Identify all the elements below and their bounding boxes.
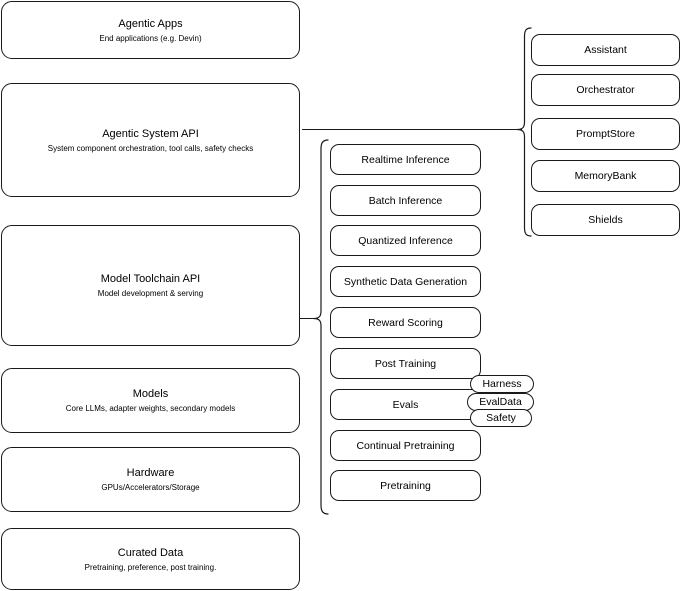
toolchain-synthetic-data-generation[interactable]: Synthetic Data Generation: [330, 266, 481, 297]
chip-label: Assistant: [584, 44, 627, 56]
component-orchestrator[interactable]: Orchestrator: [531, 74, 680, 106]
layer-title: Model Toolchain API: [100, 273, 201, 285]
layer-subtitle: Model development & serving: [97, 289, 204, 298]
pill-label: EvalData: [479, 396, 522, 408]
layer-subtitle: System component orchestration, tool cal…: [47, 143, 254, 153]
component-promptstore[interactable]: PromptStore: [531, 118, 680, 150]
layer-subtitle: Pretraining, preference, post training.: [84, 562, 217, 572]
pill-label: Harness: [482, 378, 522, 390]
evals-sub-evaldata[interactable]: EvalData: [467, 393, 534, 411]
component-assistant[interactable]: Assistant: [531, 34, 680, 66]
chip-label: Batch Inference: [368, 194, 443, 207]
toolchain-quantized-inference[interactable]: Quantized Inference: [330, 225, 481, 256]
layer-model-toolchain-api[interactable]: Model Toolchain API Model development & …: [1, 225, 300, 346]
layer-models[interactable]: Models Core LLMs, adapter weights, secon…: [1, 368, 300, 433]
connector-toolchain-api-to-components: [298, 310, 322, 328]
chip-label: Shields: [588, 214, 623, 226]
chip-label: Realtime Inference: [361, 153, 450, 166]
layer-title: Agentic Apps: [118, 17, 183, 30]
chip-label: Evals: [392, 398, 419, 411]
evals-sub-harness[interactable]: Harness: [470, 375, 534, 393]
layer-agentic-system-api[interactable]: Agentic System API System component orch…: [1, 83, 300, 197]
chip-label: Pretraining: [380, 479, 431, 492]
evals-sub-safety[interactable]: Safety: [470, 409, 532, 427]
layer-title: Agentic System API: [102, 127, 199, 140]
toolchain-continual-pretraining[interactable]: Continual Pretraining: [330, 430, 481, 461]
brace-toolchain-components: [310, 136, 330, 522]
chip-label: Post Training: [374, 357, 437, 370]
chip-label: Quantized Inference: [358, 234, 453, 247]
chip-label: Reward Scoring: [368, 316, 443, 329]
toolchain-post-training[interactable]: Post Training: [330, 348, 481, 379]
toolchain-evals[interactable]: Evals: [330, 389, 481, 420]
chip-label: Continual Pretraining: [356, 439, 455, 452]
chip-label: PromptStore: [576, 128, 635, 140]
layer-agentic-apps[interactable]: Agentic Apps End applications (e.g. Devi…: [1, 1, 300, 59]
layer-subtitle: Core LLMs, adapter weights, secondary mo…: [65, 404, 236, 413]
toolchain-batch-inference[interactable]: Batch Inference: [330, 185, 481, 216]
toolchain-reward-scoring[interactable]: Reward Scoring: [330, 307, 481, 338]
chip-label: MemoryBank: [574, 170, 637, 182]
component-shields[interactable]: Shields: [531, 204, 680, 236]
component-memorybank[interactable]: MemoryBank: [531, 160, 680, 192]
pill-label: Safety: [486, 412, 516, 424]
layer-curated-data[interactable]: Curated Data Pretraining, preference, po…: [1, 528, 300, 590]
layer-subtitle: GPUs/Accelerators/Storage: [101, 483, 200, 492]
toolchain-realtime-inference[interactable]: Realtime Inference: [330, 144, 481, 175]
layer-title: Models: [132, 388, 169, 400]
layer-title: Hardware: [126, 467, 175, 479]
layer-subtitle: End applications (e.g. Devin): [99, 33, 202, 43]
toolchain-pretraining[interactable]: Pretraining: [330, 470, 481, 501]
chip-label: Orchestrator: [576, 84, 635, 96]
layer-hardware[interactable]: Hardware GPUs/Accelerators/Storage: [1, 447, 300, 512]
connector-system-api-to-components: [300, 120, 528, 140]
chip-label: Synthetic Data Generation: [343, 275, 468, 288]
layer-title: Curated Data: [117, 546, 184, 559]
